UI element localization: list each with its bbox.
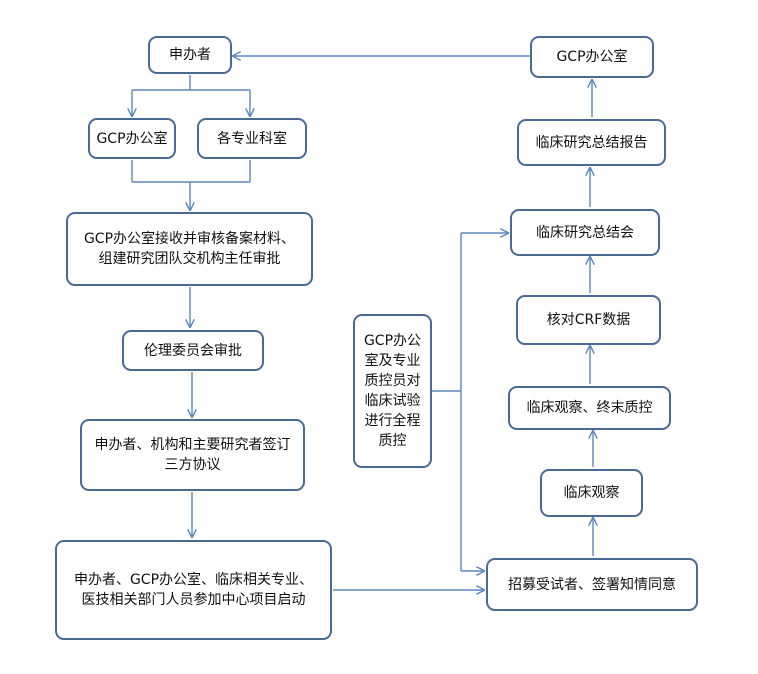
node-sponsor-label: 申办者	[169, 47, 211, 63]
node-ethics: 伦理委员会审批	[122, 330, 264, 371]
node-observation-label: 临床观察	[563, 485, 620, 501]
node-crf-check: 核对CRF数据	[516, 295, 661, 345]
node-summary-report-label: 临床研究总结报告	[535, 134, 648, 151]
node-qc-line6: 质控	[378, 433, 407, 449]
node-summary-meeting: 临床研究总结会	[510, 209, 660, 256]
node-summary-meeting-label: 临床研究总结会	[536, 224, 634, 241]
node-crf-check-label: 核对CRF数据	[546, 312, 631, 328]
node-kickoff: 申办者、GCP办公室、临床相关专业、 医技相关部门人员参加中心项目启动	[55, 540, 332, 640]
node-review-materials-line1: GCP办公室接收并审核备案材料、	[83, 231, 296, 247]
node-review-materials-line2: 组建研究团队交机构主任审批	[98, 251, 281, 267]
node-agreement: 申办者、机构和主要研究者签订 三方协议	[80, 419, 305, 491]
node-qc-line1: GCP办公	[363, 333, 422, 349]
node-observation: 临床观察	[540, 469, 643, 517]
node-gcp-office-left: GCP办公室	[88, 118, 176, 159]
node-qc-line5: 进行全程	[364, 413, 421, 429]
node-sponsor: 申办者	[148, 36, 232, 74]
node-ethics-label: 伦理委员会审批	[144, 342, 242, 359]
node-recruit: 招募受试者、签署知情同意	[486, 558, 698, 611]
node-kickoff-line1: 申办者、GCP办公室、临床相关专业、	[73, 572, 314, 588]
node-summary-report: 临床研究总结报告	[517, 119, 666, 166]
node-terminal-qc: 临床观察、终末质控	[508, 386, 671, 430]
node-qc-line3: 质控员对	[364, 373, 421, 389]
node-review-materials: GCP办公室接收并审核备案材料、 组建研究团队交机构主任审批	[66, 212, 313, 286]
node-agreement-line2: 三方协议	[164, 457, 221, 473]
node-kickoff-line2: 医技相关部门人员参加中心项目启动	[81, 592, 306, 608]
node-recruit-label: 招募受试者、签署知情同意	[508, 576, 676, 593]
node-terminal-qc-label: 临床观察、终末质控	[526, 400, 653, 416]
node-gcp-office-right-label: GCP办公室	[556, 49, 628, 65]
node-departments: 各专业科室	[197, 118, 307, 159]
node-gcp-office-right: GCP办公室	[530, 36, 654, 78]
node-agreement-line1: 申办者、机构和主要研究者签订	[94, 437, 291, 453]
node-quality-control: GCP办公 室及专业 质控员对 临床试验 进行全程 质控	[353, 314, 432, 468]
node-qc-line4: 临床试验	[364, 393, 421, 409]
node-qc-line2: 室及专业	[364, 353, 421, 369]
node-gcp-office-left-label: GCP办公室	[96, 130, 168, 147]
node-departments-label: 各专业科室	[217, 130, 287, 147]
